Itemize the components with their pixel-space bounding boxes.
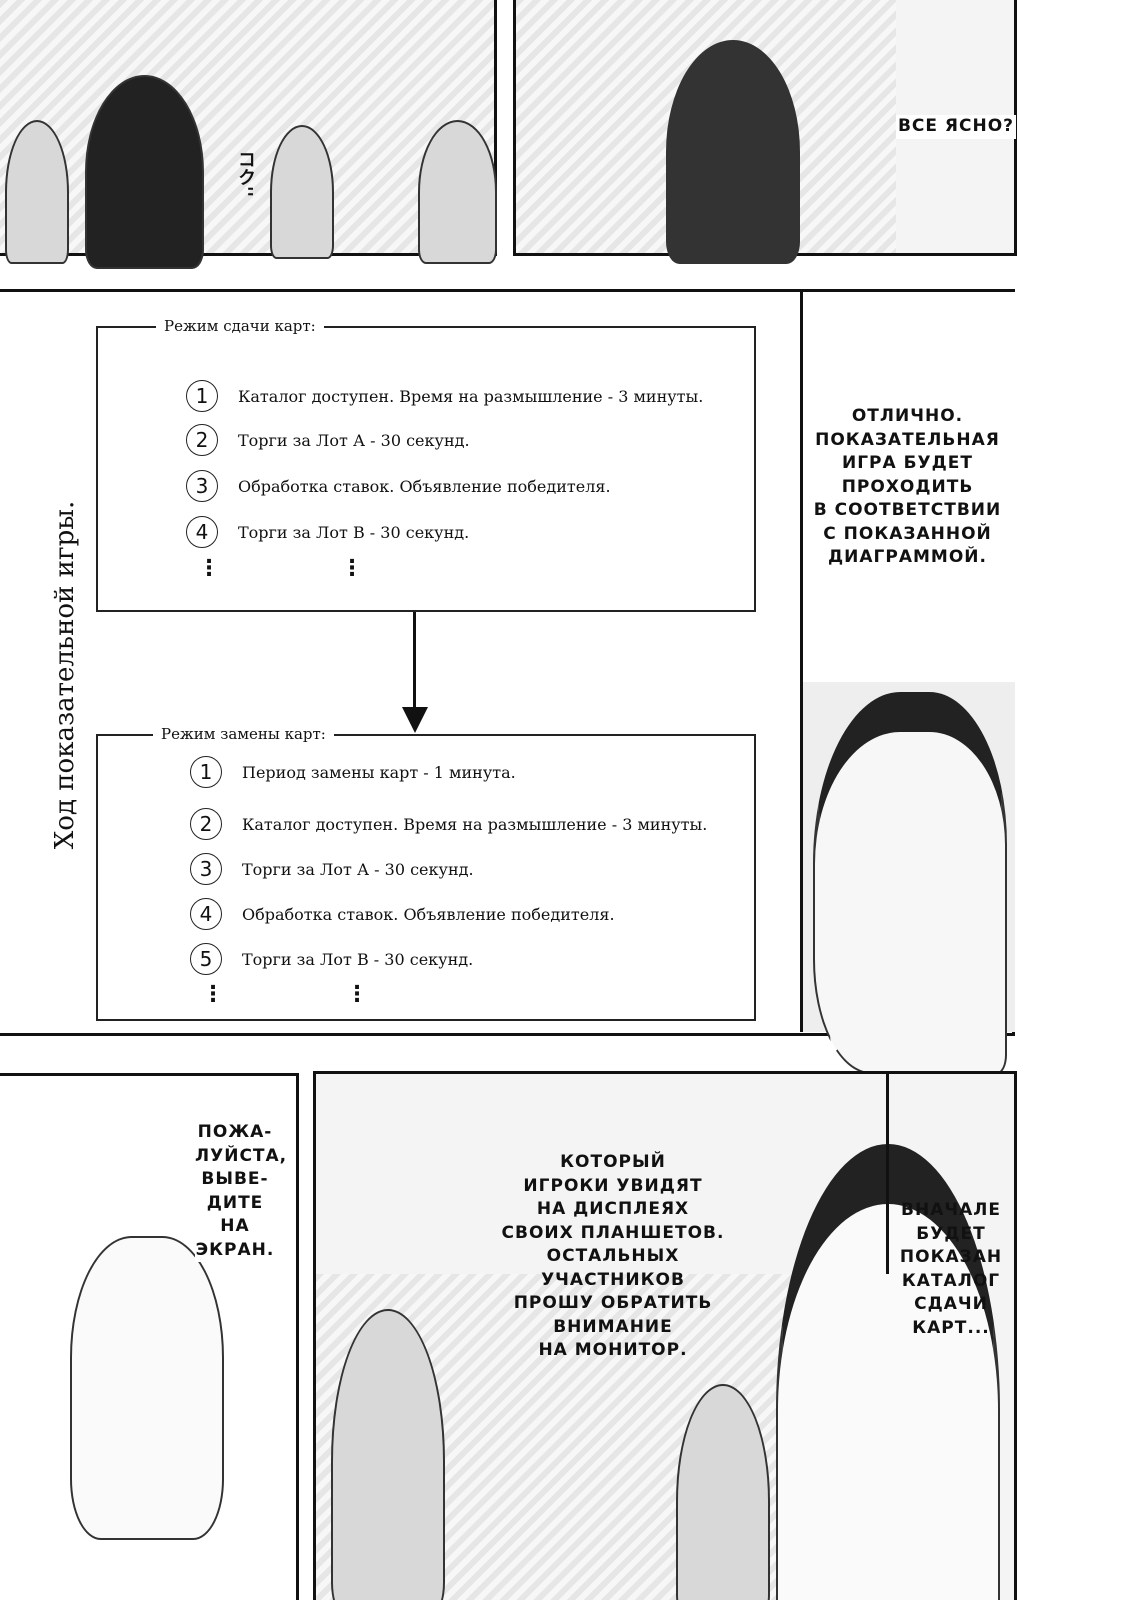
bubble-line: прошу обратить	[513, 1293, 713, 1313]
bubble-line: Пожа-	[197, 1122, 273, 1142]
character-man-bowtie	[666, 40, 800, 264]
step-text: Торги за Лот А - 30 секунд.	[238, 430, 470, 450]
step-text: Обработка ставок. Объявление победителя.	[242, 904, 615, 924]
bubble-line: луйста,	[195, 1145, 288, 1166]
character-woman-long-hair	[85, 75, 204, 269]
bubble-line: игра будет	[841, 453, 973, 473]
dealing-step: 2 Торги за Лот А - 30 секунд.	[186, 424, 470, 456]
arrow-head	[402, 707, 428, 733]
panel-middle-right-inset	[800, 292, 1015, 1074]
step-number: 1	[186, 380, 218, 412]
bubble-line: с показанной	[823, 523, 992, 544]
exchange-step: 4 Обработка ставок. Объявление победителя…	[190, 898, 615, 930]
bubble-line: Остальных	[546, 1246, 680, 1266]
speech-bubble: Все ясно?	[896, 115, 1016, 139]
bubble-line: на дисплеях	[536, 1199, 690, 1219]
character-man-profile	[813, 692, 1007, 1074]
bubble-line: игроки увидят	[523, 1175, 703, 1196]
exchange-step: 2 Каталог доступен. Время на размышление …	[190, 808, 707, 840]
character-woman-glasses	[418, 120, 497, 264]
dealing-mode-label: Режим сдачи карт:	[156, 317, 324, 335]
step-number: 3	[186, 470, 218, 502]
bubble-line: Который	[560, 1152, 666, 1172]
panel-bottom-left: Пожа- луйста, выве- дите на экран.	[0, 1073, 299, 1600]
character-monk	[676, 1384, 770, 1600]
speech-bubble: Пожа- луйста, выве- дите на экран.	[195, 1121, 288, 1262]
arrow-down-icon	[413, 612, 416, 712]
ellipsis: ⋮	[341, 556, 363, 581]
bubble-line: карт...	[912, 1317, 990, 1338]
step-number: 2	[190, 808, 222, 840]
step-number: 3	[190, 853, 222, 885]
character-man-left	[5, 120, 69, 264]
step-number: 4	[190, 898, 222, 930]
ellipsis: ⋮	[346, 982, 368, 1007]
room-background	[0, 0, 494, 253]
step-number: 1	[190, 756, 222, 788]
bubble-line: Отлично.	[851, 406, 964, 426]
bubble-line: каталог	[901, 1270, 1001, 1291]
exchange-step: 3 Торги за Лот А - 30 секунд.	[190, 853, 474, 885]
bubble-line: Вначале	[901, 1200, 1001, 1220]
panel-top-right: Все ясно?	[513, 0, 1017, 264]
step-text: Обработка ставок. Объявление победителя.	[238, 476, 611, 496]
step-text: Каталог доступен. Время на размышление -…	[242, 814, 708, 834]
panel-divider	[886, 1074, 889, 1274]
ellipsis: ⋮	[198, 556, 220, 581]
step-text: Период замены карт - 1 минута.	[242, 762, 516, 782]
bubble-line: своих планшетов.	[501, 1222, 725, 1243]
step-number: 2	[186, 424, 218, 456]
raised-hand	[70, 1236, 224, 1540]
bubble-line: диаграммой.	[828, 547, 987, 567]
panel-top-left: コク''	[0, 0, 497, 269]
dealing-step: 1 Каталог доступен. Время на размышление …	[186, 380, 703, 412]
speech-bubble: Вначале будет показан каталог сдачи карт…	[896, 1199, 1006, 1340]
bubble-line: будет	[916, 1223, 986, 1244]
bubble-line: внимание	[553, 1316, 673, 1337]
step-text: Торги за Лот B - 30 секунд.	[238, 522, 470, 542]
bubble-line: Показательная	[815, 429, 1000, 450]
bubble-line: выве-	[201, 1169, 269, 1189]
step-text: Торги за Лот А - 30 секунд.	[242, 859, 474, 879]
bubble-line: на монитор.	[538, 1340, 688, 1360]
speech-bubble: Который игроки увидят на дисплеях своих …	[488, 1151, 738, 1363]
bubble-line: в соответствии	[813, 500, 1002, 520]
exchange-step: 1 Период замены карт - 1 минута.	[190, 756, 516, 788]
dealing-step: 3 Обработка ставок. Объявление победителя…	[186, 470, 611, 502]
step-text: Каталог доступен. Время на размышление -…	[238, 386, 704, 406]
bubble-line: дите на	[206, 1192, 264, 1237]
sfx-text: コク''	[235, 150, 256, 198]
dealing-mode-box: Режим сдачи карт: 1 Каталог доступен. Вре…	[96, 317, 756, 612]
step-number: 5	[190, 943, 222, 975]
bubble-line: участников	[541, 1269, 685, 1290]
dealing-step: 4 Торги за Лот B - 30 секунд.	[186, 516, 469, 548]
exchange-mode-label: Режим замены карт:	[153, 725, 334, 743]
character-bald-man	[331, 1309, 445, 1600]
exchange-step: 5 Торги за Лот B - 30 секунд.	[190, 943, 473, 975]
panel-bottom-right: Который игроки увидят на дисплеях своих …	[313, 1071, 1017, 1600]
exchange-mode-box: Режим замены карт: 1 Период замены карт -…	[96, 725, 756, 1021]
bubble-line: проходить	[841, 476, 974, 497]
bubble-line: экран.	[195, 1239, 275, 1260]
step-text: Торги за Лот B - 30 секунд.	[242, 949, 474, 969]
character-woman-short-hair	[270, 125, 334, 259]
bubble-line: сдачи	[914, 1294, 988, 1314]
bubble-line: показан	[899, 1247, 1003, 1267]
ellipsis: ⋮	[202, 982, 224, 1007]
step-number: 4	[186, 516, 218, 548]
diagram-title: Ход показательной игры.	[50, 500, 80, 850]
speech-bubble: Отлично. Показательная игра будет проход…	[805, 405, 1010, 570]
